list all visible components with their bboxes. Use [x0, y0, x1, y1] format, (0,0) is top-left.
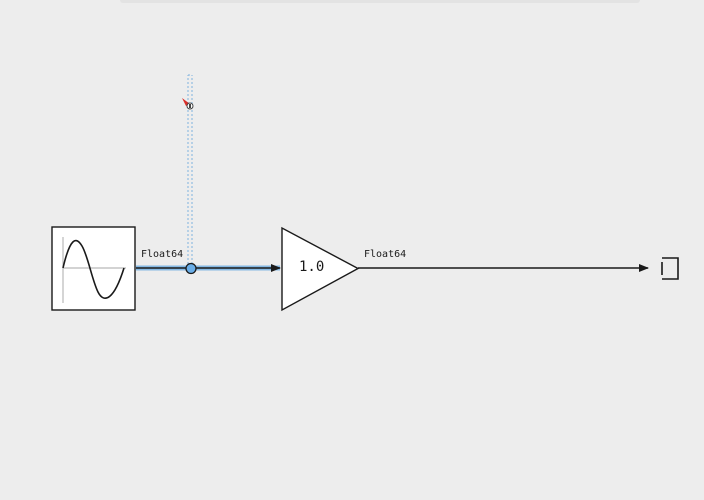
branch-junction-point[interactable]	[185, 262, 197, 275]
gain-block[interactable]	[281, 226, 360, 312]
signal-type-label-1: Float64	[141, 249, 184, 260]
signal-type-label-2: Float64	[364, 249, 407, 260]
sine-wave-block[interactable]	[51, 226, 136, 311]
gain-value-label: 1.0	[299, 259, 325, 275]
link-cursor-icon	[182, 98, 194, 110]
sine-wave-icon	[62, 237, 126, 303]
bracket-sink-icon[interactable]	[661, 257, 679, 280]
top-toolbar-edge	[120, 0, 640, 3]
